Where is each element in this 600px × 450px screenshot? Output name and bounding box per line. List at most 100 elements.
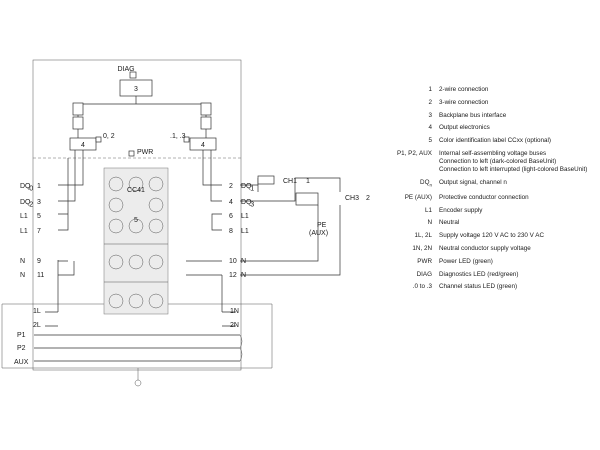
left-terminal-sub: 2: [29, 202, 33, 209]
legend-description: Color identification label CCxx (optiona…: [439, 137, 551, 145]
legend-row: L1 Encoder supply: [392, 207, 596, 215]
legend-description: Supply voltage 120 V AC to 230 V AC: [439, 232, 545, 240]
right-terminal-number: 6: [229, 213, 233, 220]
right-terminal-name: L1: [241, 213, 249, 220]
left-terminal-number: 9: [37, 258, 41, 265]
right-terminal-name: L1: [241, 228, 249, 235]
legend-row: .0 to .3 Channel status LED (green): [392, 283, 596, 291]
left-terminal-name: N: [20, 258, 25, 265]
right-terminal-number: 12: [229, 272, 237, 279]
pwr-led-icon: [128, 150, 135, 157]
bus-left-1: 1L: [33, 308, 41, 315]
legend-key: L1: [424, 206, 432, 214]
legend-row: 2 3-wire connection: [392, 99, 596, 107]
left-terminal-name: DQ: [20, 183, 31, 190]
diag-led-icon: [129, 71, 137, 79]
legend-row: P1, P2, AUX Internal self-assembling volt…: [392, 150, 596, 174]
legend-key: 1L, 2L: [414, 232, 432, 240]
legend-description: Protective conductor connection: [439, 193, 529, 201]
legend-row: 1N, 2N Neutral conductor supply voltage: [392, 245, 596, 253]
channel-led-right-icon: [183, 136, 190, 143]
legend-description: Backplane bus interface: [439, 111, 507, 119]
legend-description: Neutral: [439, 219, 460, 227]
right-terminal-number: 2: [229, 183, 233, 190]
box-3-label: 3: [134, 86, 138, 93]
legend-row: 1L, 2L Supply voltage 120 V AC to 230 V A…: [392, 232, 596, 240]
ch3-label: CH3: [345, 195, 359, 202]
legend-description: Power LED (green): [439, 257, 493, 265]
rail-aux: AUX: [14, 359, 29, 366]
legend-row: N Neutral: [392, 219, 596, 227]
legend-key: PWR: [417, 257, 432, 265]
left-terminal-name: DQ: [20, 199, 31, 206]
legend-description: Encoder supply: [439, 206, 483, 214]
legend-key: P1, P2, AUX: [396, 149, 432, 157]
left-terminal-name: L1: [20, 228, 28, 235]
legend-key: 1: [428, 86, 432, 93]
legend-key: 1N, 2N: [412, 245, 432, 253]
box-4-left-label: 4: [81, 142, 85, 149]
right-terminal-number: 4: [229, 199, 233, 206]
bus-left-2: 2L: [33, 322, 41, 329]
legend-row: 4 Output electronics: [392, 124, 596, 132]
left-terminal-number: 5: [37, 213, 41, 220]
base-unit-outline: [1, 303, 273, 369]
bus-right-1: 1N: [230, 308, 239, 315]
legend-key: 2: [428, 98, 432, 106]
left-terminal-sub: 0: [29, 186, 33, 193]
ch3-load: [295, 192, 319, 206]
bus-right-2: 2N: [230, 322, 239, 329]
right-terminal-name: N: [241, 272, 246, 279]
right-terminal-name: DQ: [241, 183, 252, 190]
ch3-num: 2: [366, 195, 370, 202]
legend-key: DIAG: [416, 270, 432, 278]
led-left-label: 0, 2: [103, 133, 115, 140]
box-4-right-label: 4: [201, 142, 205, 149]
legend-row: DIAG Diagnostics LED (red/green): [392, 271, 596, 279]
legend-description: Internal self-assembling voltage buses C…: [439, 149, 588, 173]
right-terminal-name: DQ: [241, 199, 252, 206]
box-5-label: 5: [134, 217, 138, 224]
legend-description: Neutral conductor supply voltage: [439, 245, 531, 253]
aux-label: (AUX): [309, 230, 328, 237]
right-terminal-number: 8: [229, 228, 233, 235]
legend-key: 4: [428, 124, 432, 132]
legend-description: 3-wire connection: [439, 98, 489, 106]
cc-label: CC41: [127, 187, 145, 194]
module-outline: [32, 59, 242, 371]
right-terminal-sub: 3: [250, 202, 254, 209]
legend-description: Output signal, channel n: [439, 178, 507, 186]
left-terminal-name: N: [20, 272, 25, 279]
pe-label: PE: [317, 222, 327, 229]
rail-p1: P1: [17, 332, 26, 339]
terminal-block: [103, 167, 169, 315]
right-terminal-sub: 1: [250, 186, 254, 193]
legend-description: Channel status LED (green): [439, 283, 518, 291]
legend-key: .0 to .3: [412, 283, 432, 291]
left-terminal-number: 1: [37, 183, 41, 190]
legend-row: 3 Backplane bus interface: [392, 112, 596, 120]
legend-row: PE (AUX)Protective conductor connection: [392, 194, 596, 202]
legend-row: 5 Color identification label CCxx (option…: [392, 137, 596, 145]
terminal-screws: [108, 176, 164, 309]
legend-description: Diagnostics LED (red/green): [439, 270, 519, 278]
left-terminal-number: 3: [37, 199, 41, 206]
legend-key: 5: [428, 137, 432, 145]
left-terminal-number: 11: [37, 272, 44, 279]
led-right-label: .1, .3: [170, 133, 186, 140]
legend-key: 3: [428, 111, 432, 119]
ch1-num: 1: [306, 178, 310, 185]
legend-description: Output electronics: [439, 124, 490, 132]
legend-key: N: [427, 219, 432, 227]
legend-key: DQn: [420, 178, 432, 188]
rail-p2: P2: [17, 345, 26, 352]
left-terminal-name: L1: [20, 213, 28, 220]
channel-led-left-icon: [95, 136, 102, 143]
legend-row: PWR Power LED (green): [392, 258, 596, 266]
left-terminal-number: 7: [37, 228, 41, 235]
diag-label: DIAG: [117, 66, 134, 73]
right-terminal-number: 10: [229, 258, 237, 265]
